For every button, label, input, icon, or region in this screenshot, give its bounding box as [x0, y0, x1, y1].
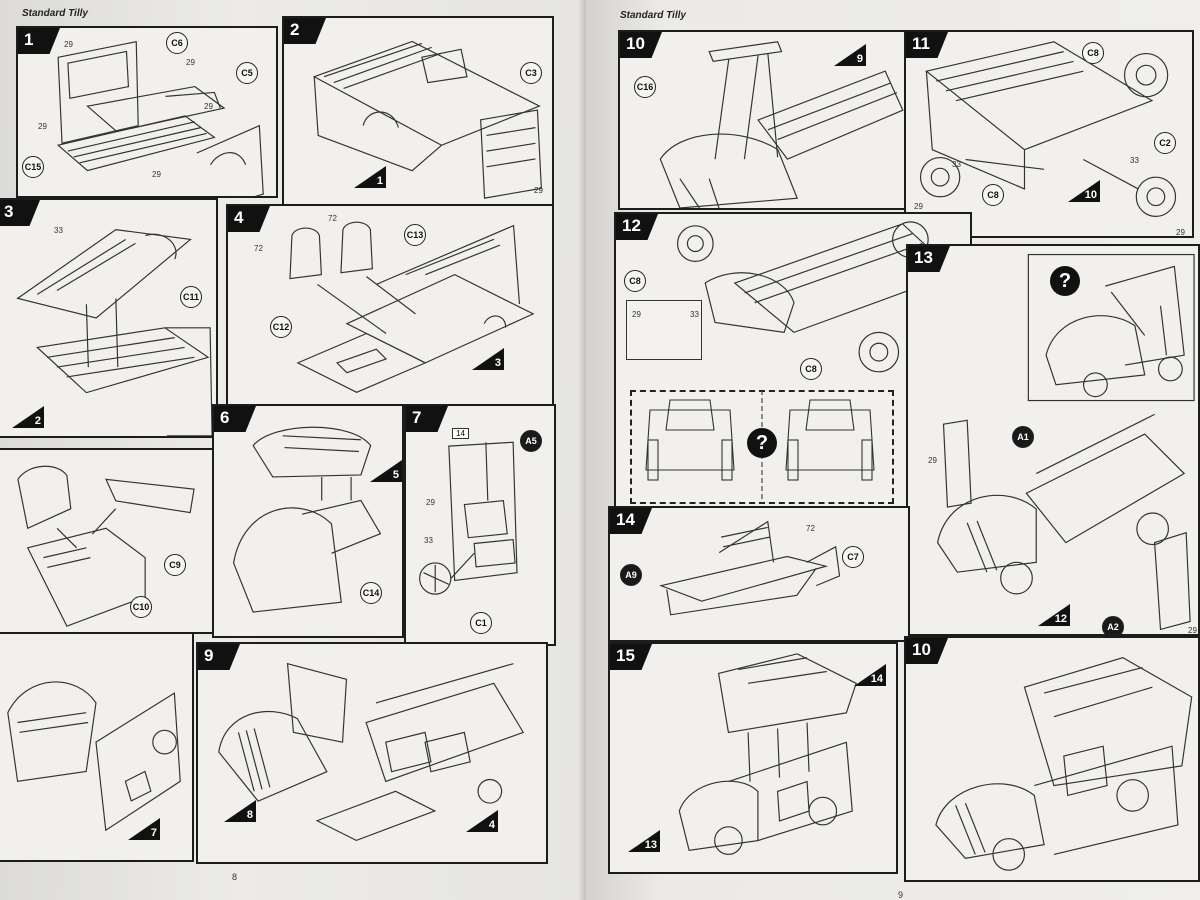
glue-number: 33 — [424, 536, 433, 545]
step-9-illustration — [218, 662, 525, 842]
step-6-panel: 6 C14 5 — [212, 404, 404, 638]
step-4-illustration — [289, 221, 535, 393]
final-view-illustration — [935, 657, 1193, 871]
step-1-panel: 1 C6 C5 C15 29 29 29 29 29 — [16, 26, 278, 198]
detail-tag: 14 — [452, 428, 469, 439]
step-5-panel: C9 C10 — [0, 448, 216, 634]
ref-step-label: 12 — [1054, 613, 1067, 625]
glue-number: 29 — [1188, 626, 1197, 635]
part-callout: C12 — [270, 316, 292, 338]
step-13-panel: 13 ? A1 A2 29 29 12 — [906, 244, 1200, 636]
step-number: 1 — [18, 28, 60, 54]
step-15-illustration — [678, 653, 857, 855]
part-callout: C7 — [842, 546, 864, 568]
step-number: 14 — [610, 508, 652, 534]
glue-number: 29 — [204, 102, 213, 111]
glue-number: 33 — [54, 226, 63, 235]
step-14-panel: 14 A9 C7 72 — [608, 506, 910, 642]
ref-step-label: 7 — [150, 827, 157, 839]
part-callout: C2 — [1154, 132, 1176, 154]
step-8-illustration — [7, 681, 181, 832]
part-callout: C8 — [982, 184, 1004, 206]
part-callout: C8 — [1082, 42, 1104, 64]
part-callout: C5 — [236, 62, 258, 84]
part-callout: C15 — [22, 156, 44, 178]
step-14-illustration — [658, 520, 841, 616]
step-2-panel: 2 C3 29 1 — [282, 16, 554, 206]
step-11-panel: 11 C8 C8 C2 33 33 29 29 10 — [904, 30, 1194, 238]
part-callout: C8 — [800, 358, 822, 380]
step-3-illustration — [16, 229, 213, 436]
ref-step-label: 8 — [246, 809, 253, 821]
right-page: Standard Tilly 10 C16 9 — [586, 0, 1200, 900]
step-5-illustration — [17, 465, 195, 627]
step-8-panel: 7 — [0, 632, 194, 862]
step-1-illustration — [56, 40, 264, 196]
ref-step-label: 9 — [856, 53, 863, 65]
glue-number: 72 — [254, 244, 263, 253]
question-icon: ? — [747, 428, 777, 458]
part-callout: C1 — [470, 612, 492, 634]
final-view-panel: 10 — [904, 636, 1200, 882]
step-2-illustration — [312, 40, 542, 199]
part-callout: C14 — [360, 582, 382, 604]
ref-step-label: 1 — [376, 175, 383, 187]
glue-number: 72 — [806, 524, 815, 533]
glue-number: 29 — [38, 122, 47, 131]
step-7-illustration — [419, 441, 518, 595]
glue-number: 29 — [186, 58, 195, 67]
page-header-right: Standard Tilly — [620, 10, 686, 21]
step-10-panel: 10 C16 9 — [618, 30, 906, 210]
step-15-panel: 15 14 13 — [608, 642, 898, 874]
step-10-illustration — [659, 41, 904, 208]
ref-step-label: 13 — [644, 839, 657, 851]
step-6-illustration — [232, 426, 382, 613]
part-callout: A5 — [520, 430, 542, 452]
part-callout: C3 — [520, 62, 542, 84]
glue-number: 29 — [928, 456, 937, 465]
step-4-panel: 4 C13 C12 72 72 3 — [226, 204, 554, 410]
step-9-panel: 9 8 4 — [196, 642, 548, 864]
ref-step-label: 5 — [392, 469, 399, 481]
glue-number: 33 — [952, 160, 961, 169]
ref-step-label: 10 — [1084, 189, 1097, 201]
step-number: 10 — [906, 638, 948, 664]
part-callout: A2 — [1102, 616, 1124, 634]
glue-number: 29 — [152, 170, 161, 179]
ref-step-label: 3 — [494, 357, 501, 369]
step-11-illustration — [919, 41, 1177, 217]
glue-number: 72 — [328, 214, 337, 223]
page-header-left: Standard Tilly — [22, 8, 88, 19]
glue-number: 33 — [1130, 156, 1139, 165]
step-7-panel: 7 14 A5 C1 29 33 — [404, 404, 556, 646]
glue-number: 29 — [632, 310, 641, 319]
part-callout: C11 — [180, 286, 202, 308]
step-number: 13 — [908, 246, 950, 272]
glue-number: 29 — [1176, 228, 1185, 237]
part-callout: A9 — [620, 564, 642, 586]
part-callout: C9 — [164, 554, 186, 576]
step-3-panel: 3 C11 33 2 — [0, 198, 218, 438]
glue-number: 29 — [426, 498, 435, 507]
part-callout: C10 — [130, 596, 152, 618]
part-callout: A1 — [1012, 426, 1034, 448]
question-icon: ? — [1050, 266, 1080, 296]
ref-step-label: 2 — [34, 415, 41, 427]
glue-number: 29 — [534, 186, 543, 195]
page-number-left: 8 — [232, 872, 238, 882]
ref-step-label: 4 — [488, 819, 495, 831]
wheel-detail-box — [626, 300, 702, 360]
step-13-illustration — [936, 253, 1195, 631]
glue-number: 33 — [690, 310, 699, 319]
part-callout: C8 — [624, 270, 646, 292]
glue-number: 29 — [64, 40, 73, 49]
left-page: Standard Tilly 1 C6 C5 C15 29 29 29 29 2… — [0, 0, 586, 900]
page-number-right: 9 — [898, 890, 904, 900]
part-callout: C13 — [404, 224, 426, 246]
ref-step-label: 14 — [870, 673, 883, 685]
part-callout: C6 — [166, 32, 188, 54]
glue-number: 29 — [914, 202, 923, 211]
part-callout: C16 — [634, 76, 656, 98]
